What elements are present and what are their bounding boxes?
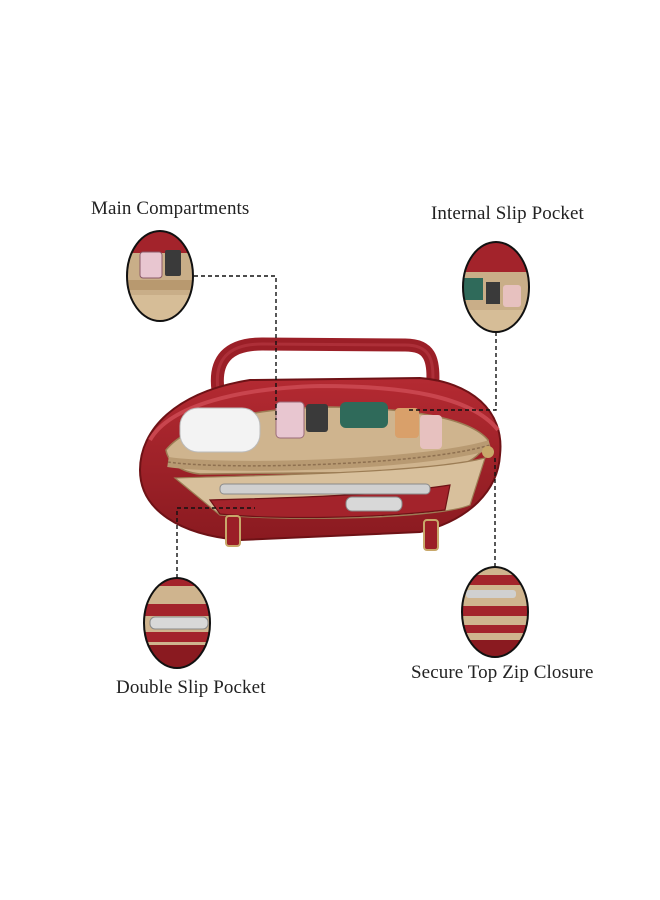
label-secure-top-zip-closure: Secure Top Zip Closure (411, 662, 594, 683)
label-main-compartments: Main Compartments (91, 198, 250, 219)
detail-secure-top-zip-closure (462, 567, 528, 657)
leader-lines (176, 275, 497, 578)
label-internal-slip-pocket: Internal Slip Pocket (431, 203, 584, 224)
detail-main-compartments (127, 231, 193, 321)
handbag (138, 337, 502, 551)
bag-contents (179, 401, 442, 453)
zip-separator (167, 440, 492, 471)
label-double-slip-pocket: Double Slip Pocket (116, 677, 266, 698)
detail-double-slip-pocket (144, 578, 210, 668)
